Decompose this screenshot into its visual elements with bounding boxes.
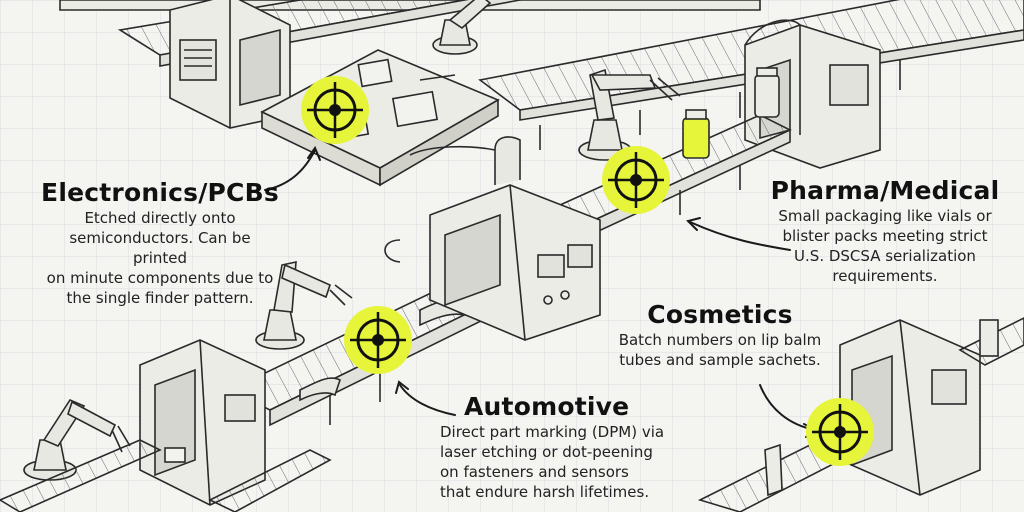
callout-line: Direct part marking (DPM) via bbox=[440, 423, 665, 441]
callout-line: tubes and sample sachets. bbox=[619, 351, 821, 369]
target-reticle-icon bbox=[344, 306, 412, 374]
robot-arm-icon bbox=[432, 0, 492, 55]
callout-line: on minute components due to bbox=[46, 269, 274, 287]
chip-icon bbox=[357, 58, 393, 88]
callout-automotive: Automotive Direct part marking (DPM) via… bbox=[440, 392, 740, 502]
robot-arm-icon bbox=[578, 68, 681, 161]
callout-line: Etched directly onto bbox=[84, 209, 236, 227]
bottom-left-conveyor bbox=[0, 439, 332, 512]
callout-line: on fasteners and sensors bbox=[440, 463, 629, 481]
arrow-pharma bbox=[689, 221, 791, 251]
callout-line: requirements. bbox=[832, 267, 938, 285]
target-reticle-icon bbox=[602, 146, 670, 214]
target-reticle-icon bbox=[301, 76, 369, 144]
callout-title: Pharma/Medical bbox=[770, 176, 1000, 205]
callout-line: semiconductors. Can be printed bbox=[69, 229, 251, 267]
tube-icon bbox=[764, 443, 783, 497]
callout-title: Automotive bbox=[464, 392, 630, 421]
callout-title: Cosmetics bbox=[647, 300, 793, 329]
callout-line: Batch numbers on lip balm bbox=[618, 331, 822, 349]
callout-line: laser etching or dot-peening bbox=[440, 443, 653, 461]
callout-line: Small packaging like vials or bbox=[778, 207, 992, 225]
callout-line: blister packs meeting strict bbox=[782, 227, 988, 245]
bolt-icon bbox=[299, 377, 341, 402]
top-left-machine bbox=[169, 0, 291, 129]
callout-cosmetics: Cosmetics Batch numbers on lip balm tube… bbox=[600, 300, 840, 370]
callout-pharma: Pharma/Medical Small packaging like vial… bbox=[760, 176, 1010, 286]
arrow-electronics bbox=[264, 149, 316, 191]
callout-line: the single finder pattern. bbox=[66, 289, 254, 307]
vial-icon bbox=[682, 109, 710, 159]
callout-electronics: Electronics/PCBs Etched directly onto se… bbox=[40, 178, 280, 308]
chip-icon bbox=[391, 90, 439, 128]
vial-icon bbox=[754, 67, 780, 118]
callout-line: U.S. DSCSA serialization bbox=[794, 247, 976, 265]
vial-icon bbox=[979, 319, 999, 357]
bottom-left-machine bbox=[139, 339, 266, 506]
callout-title: Electronics/PCBs bbox=[41, 178, 279, 207]
callout-line: that endure harsh lifetimes. bbox=[440, 483, 650, 501]
chip-icon bbox=[164, 447, 186, 463]
center-machine bbox=[384, 136, 601, 341]
arrow-automotive bbox=[399, 384, 456, 416]
robot-arm-icon bbox=[255, 260, 353, 350]
target-reticle-icon bbox=[806, 398, 874, 466]
